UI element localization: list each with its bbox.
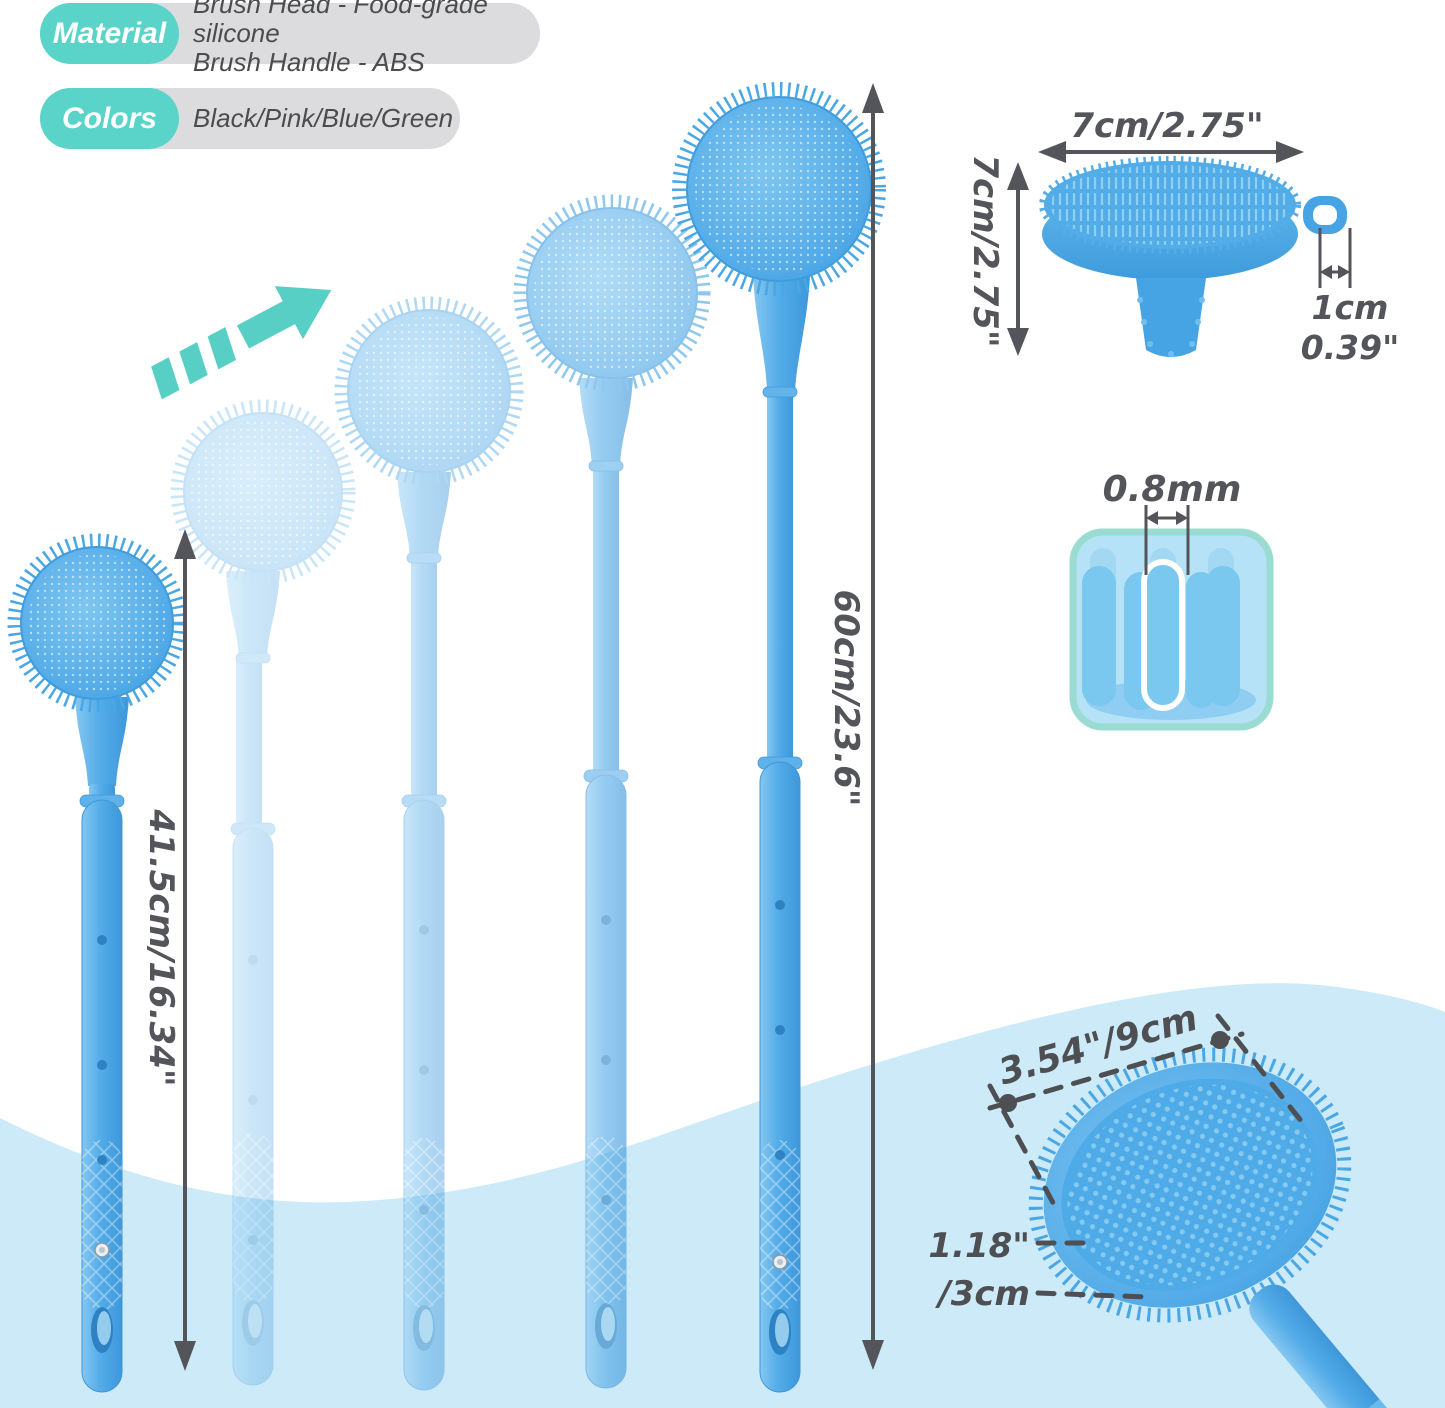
dimension-arrow-extended [862,83,884,1370]
head-width-label: 7cm/2.75" [1070,106,1264,146]
colors-badge-tag: Colors [40,88,179,149]
head-height-label: 7cm/2.75" [965,154,1005,348]
brush-stage-1-collapsed [7,533,187,1393]
pad-thickness-inch-label: 1.18" [928,1226,1030,1266]
pad-three-quarter-view [1028,1047,1420,1408]
head-side-view [1039,156,1347,357]
brush-stage-3 [334,296,524,1391]
brush-stage-5-extended [672,82,886,1393]
dimension-arrow-collapsed [174,529,196,1371]
loop-size-label: 1cm 0.39" [1285,288,1415,368]
material-line1: Brush Head - Food-grade silicone [193,0,488,48]
brush-stage-2 [170,399,356,1386]
material-badge-tag: Material [40,3,179,64]
dimension-arrow-head-width [1038,141,1304,163]
material-badge: Material Brush Head - Food-grade silicon… [40,0,540,77]
dashed-arrow-up-right-icon [151,286,332,400]
material-line2: Brush Handle - ABS [193,47,425,77]
loop-size-cm: 1cm [1311,288,1389,327]
bristle-closeup [1069,528,1274,731]
loop-size-in: 0.39" [1300,328,1400,367]
material-badge-text: Brush Head - Food-grade silicone Brush H… [179,0,540,77]
pad-thickness-cm-label: /3cm [938,1274,1030,1314]
dimension-ticks-loop [1318,228,1352,288]
brush-stage-4 [513,194,711,1389]
colors-badge-text: Black/Pink/Blue/Green [193,103,454,133]
extended-length-label: 60cm/23.6" [826,589,866,807]
dimension-dashed-pad [987,1013,1305,1300]
dimension-ticks-bristle [1144,505,1190,575]
dimension-arrow-head-height [1007,162,1029,356]
wave-background [0,983,1445,1408]
bristle-thickness-label: 0.8mm [1102,468,1242,510]
collapsed-length-label: 41.5cm/16.34" [141,809,181,1087]
colors-badge: Colors Black/Pink/Blue/Green [40,88,460,149]
